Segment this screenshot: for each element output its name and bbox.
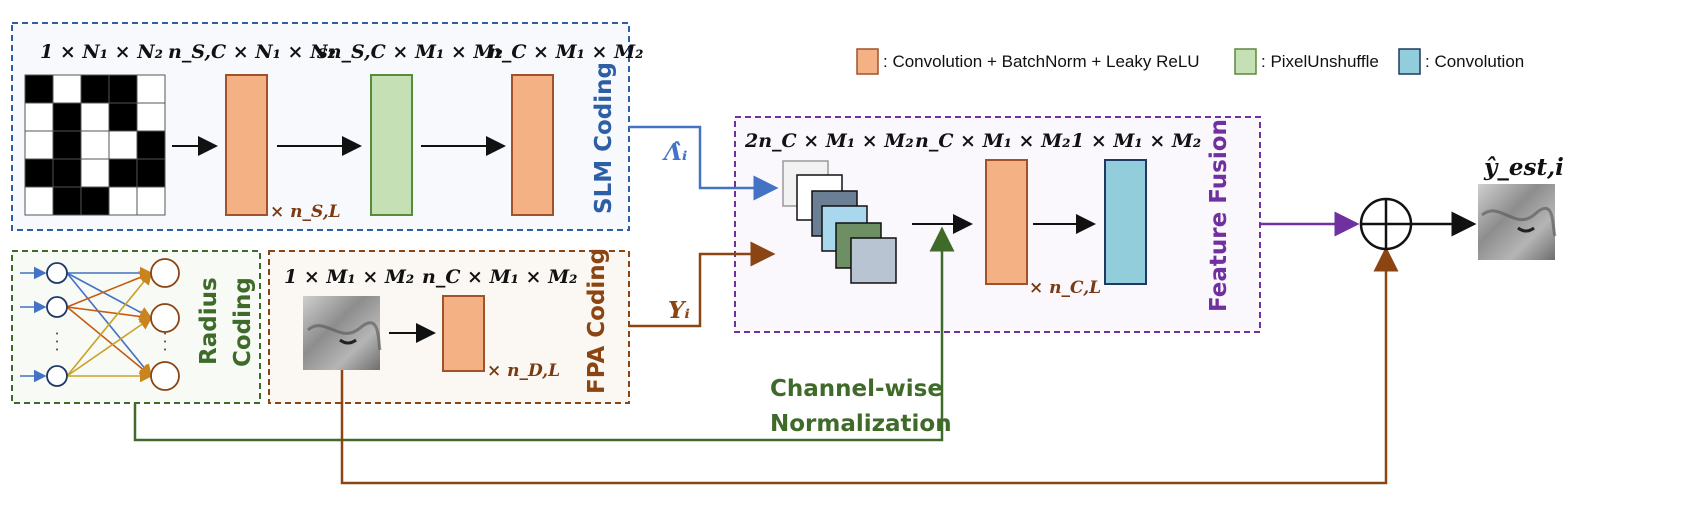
normalization-label-line1: Channel-wise [770,376,943,402]
fpa-dim-1: 1 × M₁ × M₂ [284,266,414,288]
slm-pattern-cell [108,74,138,104]
slm-pattern-cell [52,186,82,216]
y-i-symbol: Yᵢ [668,297,690,324]
slm-pattern-cell [24,130,54,160]
y-est-symbol: ŷ_est,i [1483,154,1564,181]
neural-net-edge [66,271,153,377]
fpa-image-texture [307,321,382,351]
normalization-label-line2: Normalization [770,411,952,437]
fusion-convolution-block [1104,159,1147,285]
slm-dim-3: sn_S,C × M₁ × M₂ [316,41,503,63]
neural-net-nodes [46,258,180,391]
legend-swatch-conv-bn-lrelu [856,48,879,75]
slm-pattern-cell [80,158,110,188]
slm-pattern-cell [108,186,138,216]
neural-net-edge [66,317,153,377]
slm-pattern-cell [80,74,110,104]
fpa-conv-bn-lrelu-block [442,295,485,372]
fusion-repeat-label: × n_C,L [1029,278,1101,298]
neural-net-edge [66,306,153,378]
slm-pattern-cell [108,158,138,188]
neural-net-edges [20,266,153,383]
slm-dim-1: 1 × N₁ × N₂ [40,41,163,63]
slm-pattern-cell [136,74,166,104]
slm-repeat-label: × n_S,L [270,202,341,222]
neural-net-edge [66,306,153,323]
feature-map-6 [850,237,897,284]
slm-pattern-cell [24,74,54,104]
neural-net-edge [66,272,153,319]
slm-coding-label: SLM Coding [591,62,617,214]
slm-pattern-cell [24,186,54,216]
slm-pattern-cell [108,130,138,160]
slm-pixel-unshuffle-block [370,74,413,216]
slm-conv-bn-lrelu-block-2 [511,74,554,216]
slm-pattern-cell [136,186,166,216]
legend-pixel-unshuffle: : PixelUnshuffle [1261,52,1379,71]
slm-pattern-cell [80,186,110,216]
feature-fusion-label: Feature Fusion [1206,119,1232,312]
slm-pattern-cell [52,74,82,104]
fpa-coding-label: FPA Coding [584,248,610,394]
slm-dim-2: n_S,C × N₁ × N₂ [168,41,336,63]
skip-path [340,246,1399,485]
fusion-conv-bn-lrelu-block [985,159,1028,285]
fusion-dim-2: n_C × M₁ × M₂ [915,130,1070,152]
output-image [1478,184,1555,260]
normalization-path [133,226,955,442]
input-ellipsis-2: · [54,324,59,343]
slm-pattern-cell [136,102,166,132]
neural-net-output-node [150,258,180,288]
neural-net-output-node [150,361,180,391]
slm-conv-bn-lrelu-block [225,74,268,216]
slm-pattern-cell [52,158,82,188]
y-path [629,241,776,328]
output-image-texture-2 [1517,226,1535,233]
neural-net-input-node [46,365,68,387]
lambda-hat-symbol: Λ̂ᵢ [662,139,687,166]
neural-net-edge [66,271,153,308]
slm-binary-pattern [24,74,166,216]
neural-net-input-node [46,296,68,318]
fusion-dim-1: 2n_C × M₁ × M₂ [744,130,914,152]
slm-pattern-cell [52,130,82,160]
slm-pattern-cell [136,130,166,160]
fusion-dim-3: 1 × M₁ × M₂ [1071,130,1201,152]
slm-pattern-cell [24,158,54,188]
slm-pattern-cell [80,130,110,160]
legend-swatch-pixel-unshuffle [1234,48,1257,75]
output-ellipsis: · [162,332,167,351]
radius-coding-label-line2: Coding [230,277,256,367]
legend-convolution: : Convolution [1425,52,1524,71]
slm-pattern-cell [80,102,110,132]
slm-pattern-cell [24,102,54,132]
fpa-repeat-label: × n_D,L [487,361,560,381]
neural-net-input-node [46,262,68,284]
legend-conv-bn-lrelu: : Convolution + BatchNorm + Leaky ReLU [883,52,1200,71]
slm-pattern-cell [136,158,166,188]
input-ellipsis: · [54,332,59,351]
slm-pattern-cell [108,102,138,132]
output-ellipsis-2: · [162,324,167,343]
slm-pattern-cell [52,102,82,132]
fpa-image-texture-2 [339,338,357,345]
fpa-dim-2: n_C × M₁ × M₂ [422,266,577,288]
legend-swatch-convolution [1398,48,1421,75]
input-ellipsis-3: · [54,340,59,359]
output-image-texture [1481,206,1557,237]
output-ellipsis-3: · [162,340,167,359]
lambda-path [629,125,779,201]
neural-net-output-node [150,303,180,333]
radius-coding-label-line1: Radius [196,277,222,365]
slm-dim-4: n_C × M₁ × M₂ [488,41,643,63]
